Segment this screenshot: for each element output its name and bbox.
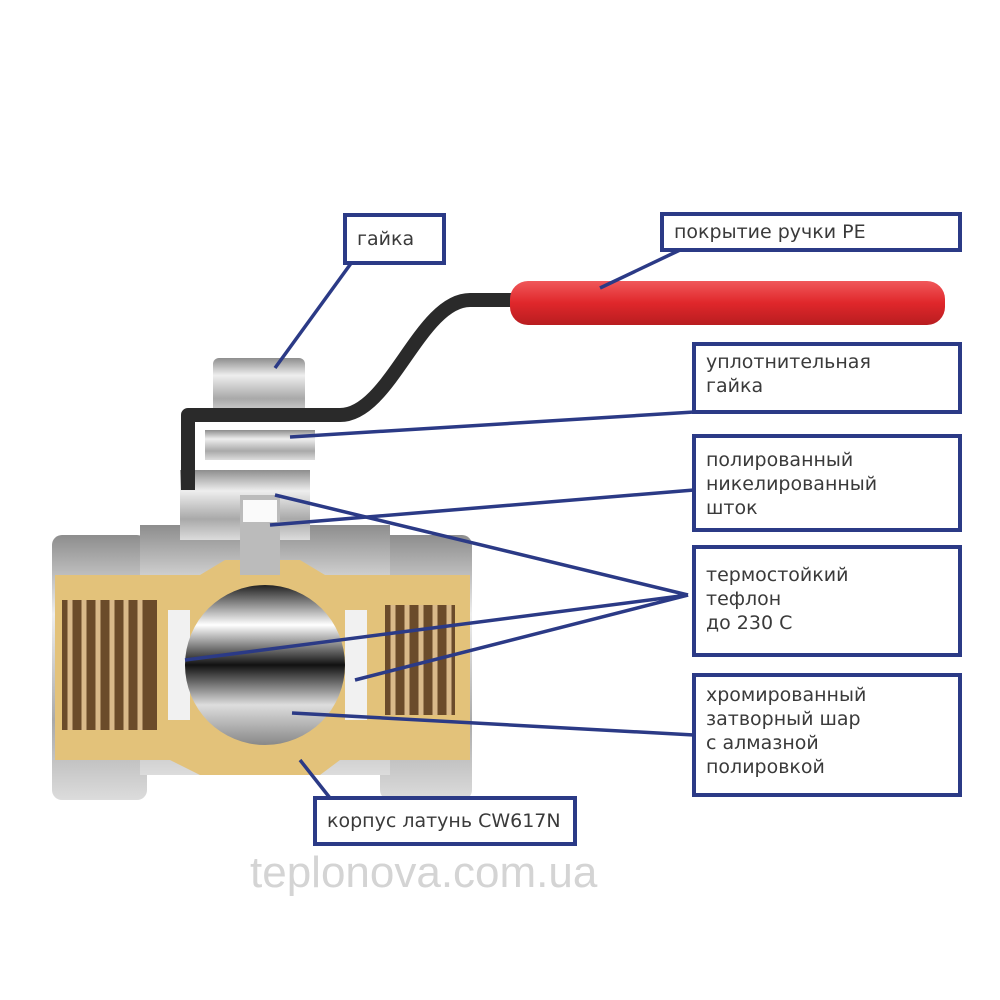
- label-ball: хромированный затворный шар с алмазной п…: [692, 673, 962, 797]
- label-ball-line: затворный шар: [706, 708, 861, 730]
- label-stem-line: полированный: [706, 449, 854, 471]
- ball: [185, 585, 345, 745]
- leader-lines: [184, 248, 695, 800]
- label-body: корпус латунь CW617N: [313, 796, 577, 846]
- label-stem-line: шток: [706, 497, 758, 519]
- right-teflon-seat: [345, 610, 367, 720]
- label-ball-line: полировкой: [706, 756, 825, 778]
- label-stem: полированный никелированный шток: [692, 434, 962, 532]
- hex-nut: [213, 358, 305, 416]
- seal-nut: [205, 430, 315, 460]
- handle: [181, 281, 945, 490]
- label-ball-line: хромированный: [706, 684, 867, 706]
- label-seal-nut: уплотнительная гайка: [692, 342, 962, 414]
- label-stem-line: никелированный: [706, 473, 878, 495]
- label-seal-nut-line: уплотнительная: [706, 351, 871, 373]
- valve-body: [52, 358, 472, 800]
- label-teflon: термостойкий тефлон до 230 С: [692, 545, 962, 657]
- watermark: teplonova.com.ua: [250, 848, 598, 897]
- label-handle-coating-text: покрытие ручки PE: [674, 221, 866, 243]
- label-teflon-line: тефлон: [706, 588, 782, 610]
- label-ball-line: с алмазной: [706, 732, 819, 754]
- left-thread: [62, 600, 157, 730]
- label-teflon-line: термостойкий: [706, 564, 849, 586]
- label-nut-text: гайка: [357, 228, 415, 250]
- label-teflon-line: до 230 С: [706, 612, 793, 634]
- label-seal-nut-line: гайка: [706, 375, 764, 397]
- right-thread: [385, 605, 455, 715]
- label-nut: гайка: [343, 213, 446, 265]
- label-handle-coating: покрытие ручки PE: [660, 212, 962, 252]
- label-body-text: корпус латунь CW617N: [327, 810, 561, 832]
- left-teflon-seat: [168, 610, 190, 720]
- red-handle-grip: [510, 281, 945, 325]
